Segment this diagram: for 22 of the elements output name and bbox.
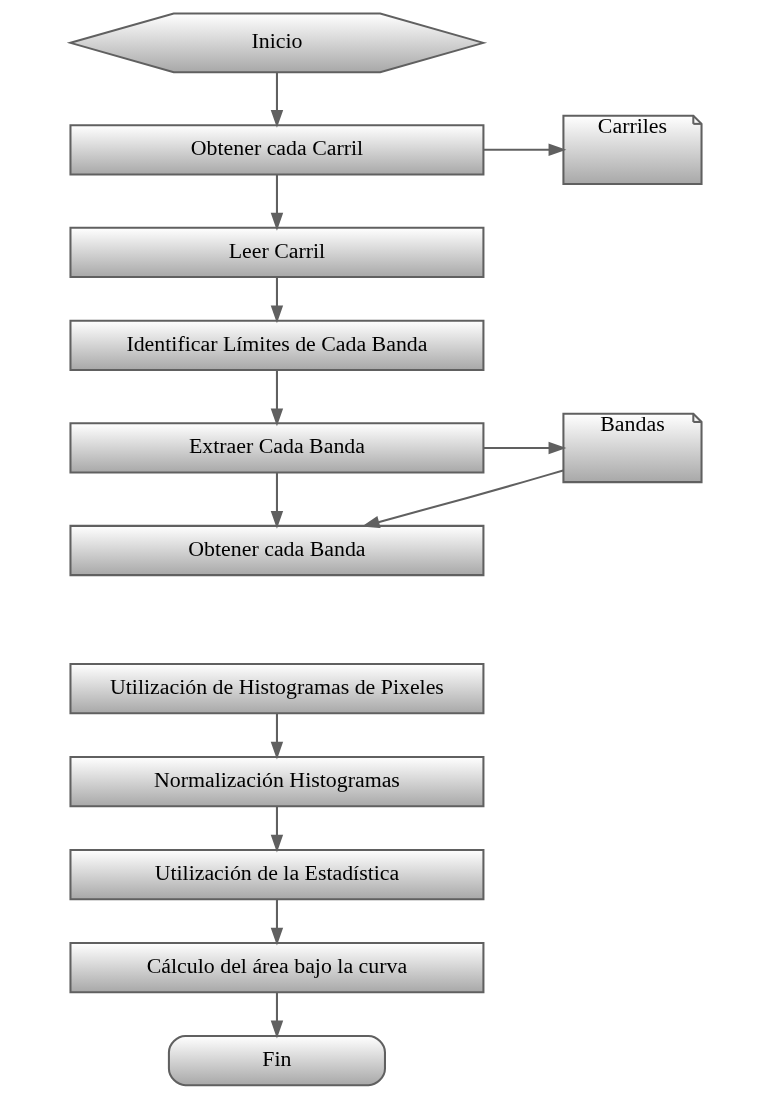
arrow [270, 713, 283, 760]
arrow [270, 806, 283, 853]
arrow [270, 992, 283, 1039]
node-box: Obtener cada Carril [68, 124, 484, 176]
arrow [270, 174, 283, 231]
node-box: Extraer Cada Banda [68, 422, 484, 474]
arrow [483, 143, 566, 157]
node-box: Identificar Límites de Cada Banda [68, 319, 484, 372]
arrow [270, 277, 283, 324]
node-box: Leer Carril [68, 226, 484, 279]
arrow [270, 72, 283, 128]
arrow [270, 899, 283, 946]
arrow [270, 370, 283, 427]
node-box: Utilización de la Estadística [68, 848, 484, 901]
arrow [483, 441, 566, 455]
node-box: Obtener cada Banda [68, 524, 484, 577]
node-box: Normalización Histogramas [68, 755, 484, 808]
node-box: Utilización de Histogramas de Pixeles [68, 662, 484, 715]
arrow [361, 469, 563, 528]
node-box: Fin [167, 1034, 386, 1087]
node-box: Cálculo del área bajo la curva [68, 941, 484, 994]
arrow [270, 472, 283, 529]
